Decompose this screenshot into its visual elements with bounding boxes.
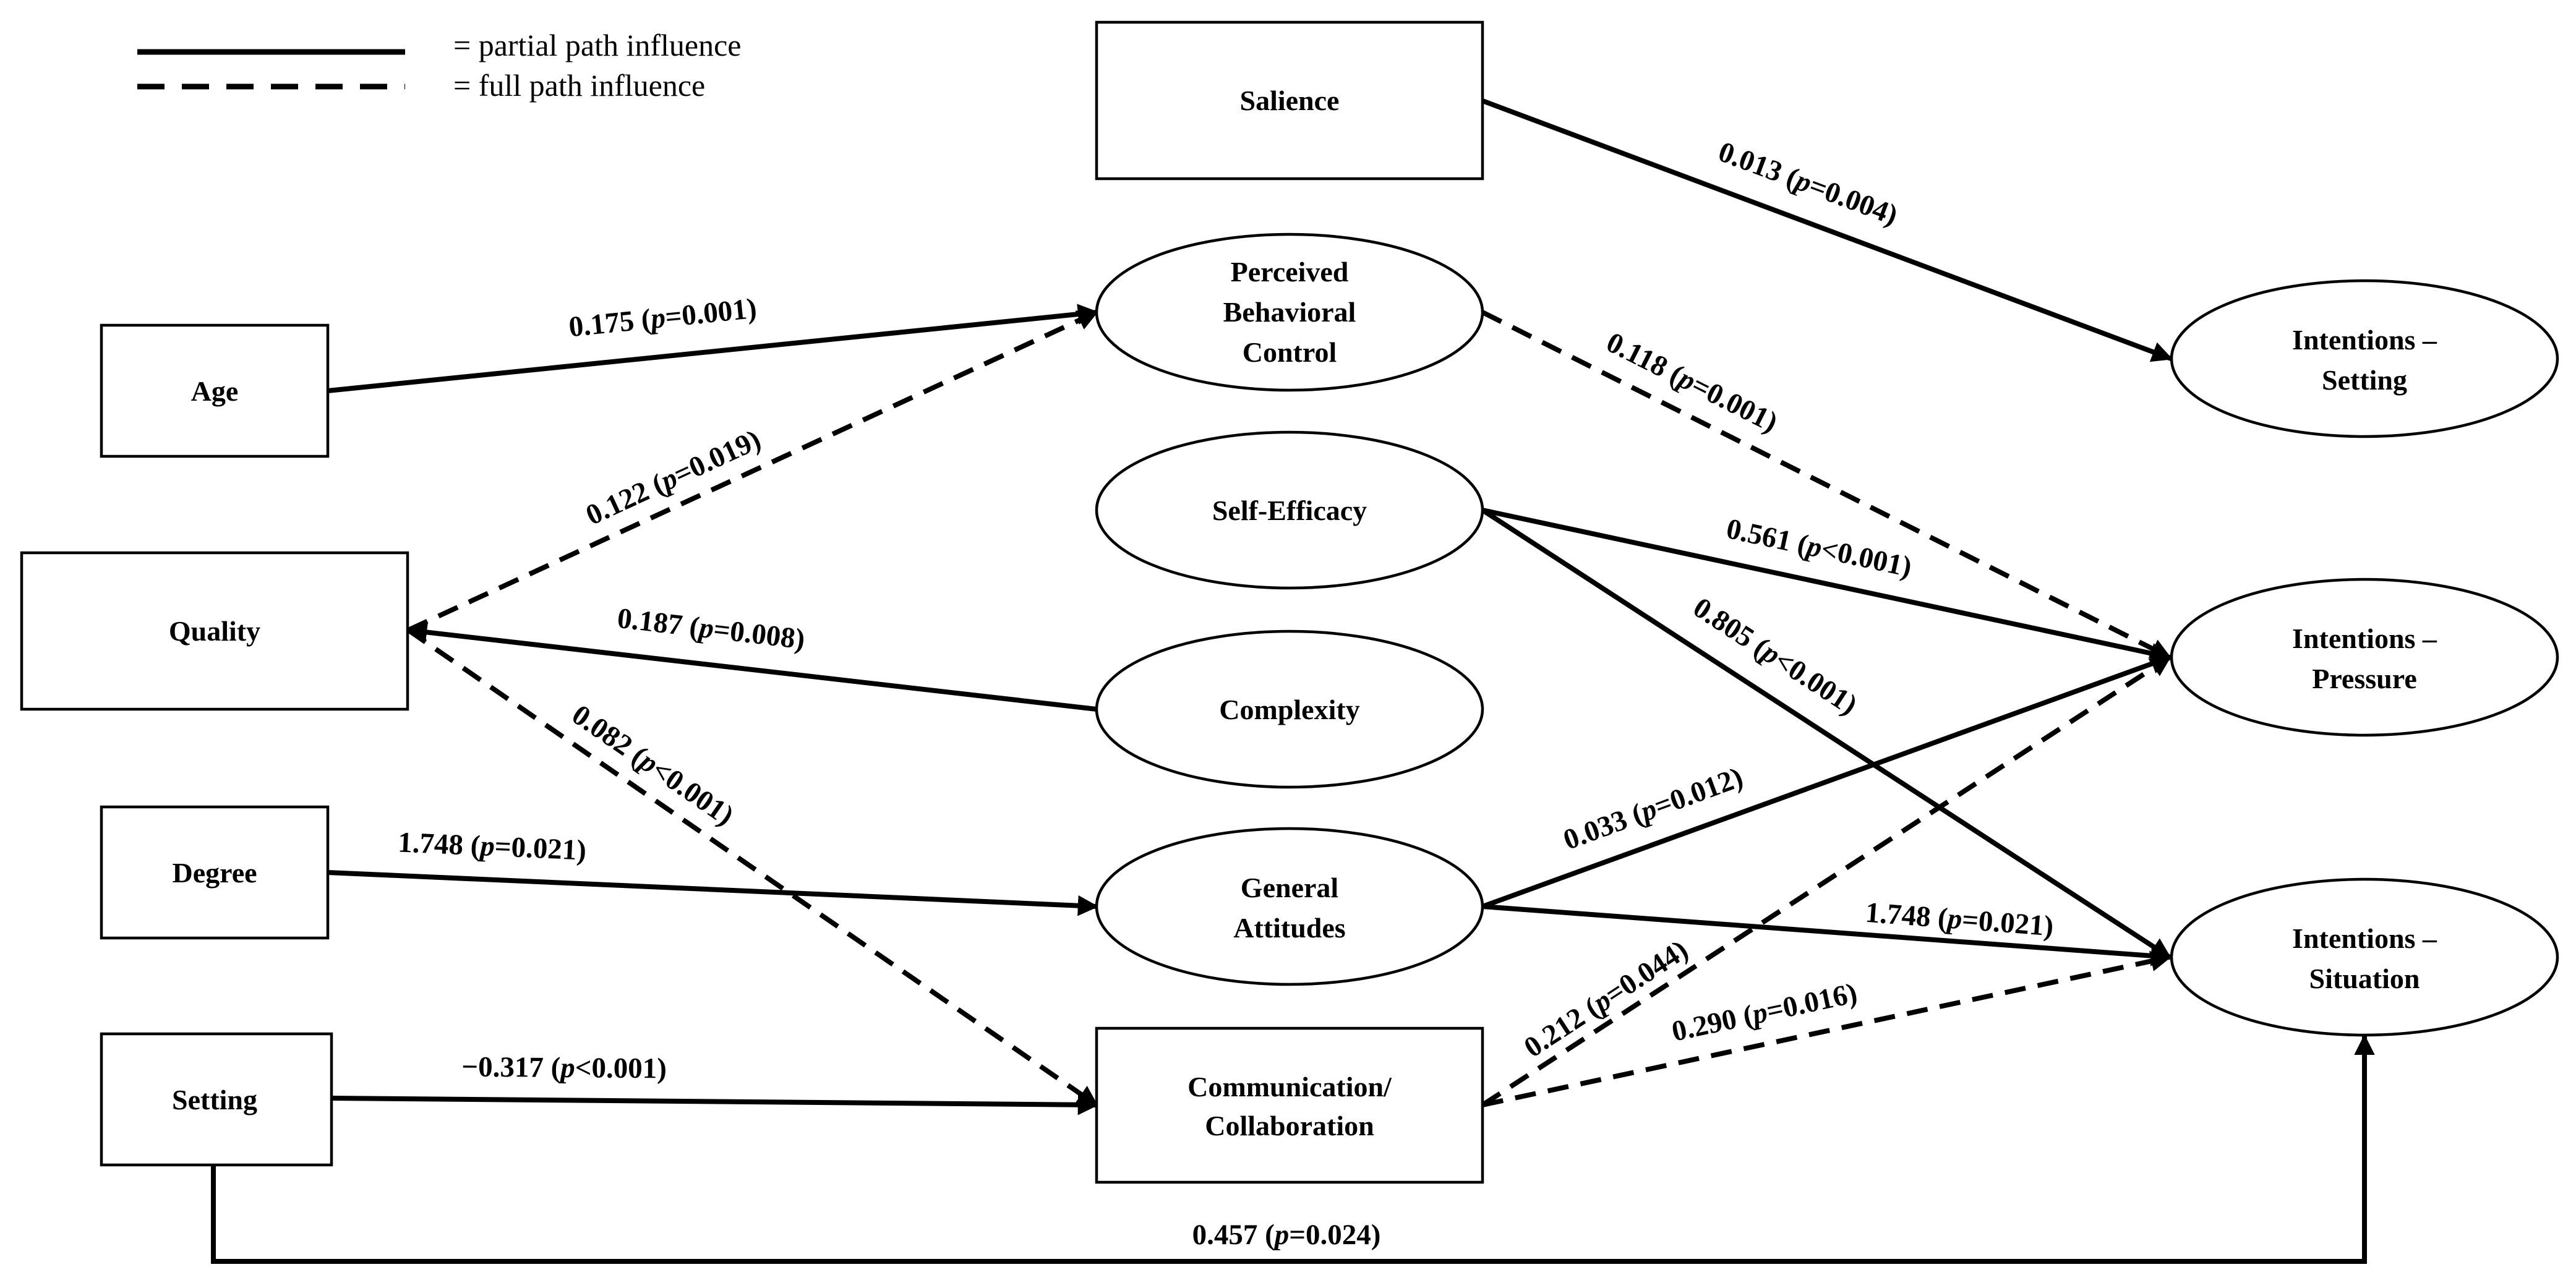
- node-complexity: Complexity: [1095, 629, 1484, 789]
- edge-selfeff-to-int-pressure: [1482, 508, 2172, 664]
- label-quality-to-pbc: 0.122 (p=0.019): [581, 424, 766, 532]
- node-intentions-setting: Intentions – Setting: [2170, 279, 2559, 438]
- node-intentions-situation: Intentions – Situation: [2170, 877, 2559, 1037]
- edge-attitudes-to-int-situation: [1482, 904, 2172, 966]
- nodes: Salience Age Quality Degree Setting Comm…: [20, 20, 2559, 1184]
- svg-text:Self-Efficacy: Self-Efficacy: [1212, 495, 1367, 526]
- label-salience-to-int-setting: 0.013 (p=0.004): [1714, 135, 1902, 231]
- edge-pbc-to-int-pressure: [1481, 310, 2172, 660]
- svg-text:Control: Control: [1243, 336, 1337, 368]
- legend-solid-label: = partial path influence: [453, 28, 742, 62]
- legend: = partial path influence = full path inf…: [137, 28, 742, 103]
- svg-text:Intentions –: Intentions –: [2292, 623, 2437, 654]
- svg-text:General: General: [1241, 872, 1338, 903]
- svg-text:Pressure: Pressure: [2312, 663, 2417, 694]
- label-age-to-pbc: 0.175 (p=0.001): [567, 292, 758, 344]
- edge-complexity-to-quality: [406, 621, 1116, 722]
- edge-quality-to-pbc: [407, 310, 1099, 633]
- edges: [211, 98, 2375, 1264]
- label-comm-to-int-pressure: 0.212 (p=0.044): [1518, 934, 1694, 1064]
- label-quality-to-comm: 0.082 (p<0.001): [566, 699, 739, 832]
- label-attitudes-to-int-situation: 1.748 (p=0.021): [1864, 897, 2055, 943]
- label-setting-to-int-situation: 0.457 (p=0.024): [1192, 1219, 1381, 1251]
- svg-text:Collaboration: Collaboration: [1205, 1110, 1374, 1141]
- svg-text:Intentions –: Intentions –: [2292, 324, 2437, 356]
- label-comm-to-int-situation: 0.290 (p=0.016): [1669, 977, 1860, 1048]
- node-setting: Setting: [100, 1032, 333, 1167]
- node-intentions-pressure: Intentions – Pressure: [2170, 578, 2559, 737]
- edge-comm-to-int-pressure: [1481, 655, 2172, 1107]
- svg-text:Degree: Degree: [172, 857, 257, 889]
- node-degree: Degree: [100, 805, 330, 940]
- edge-quality-to-comm: [406, 628, 1098, 1107]
- legend-dashed-label: = full path influence: [453, 68, 705, 103]
- node-general-attitudes: General Attitudes: [1095, 827, 1484, 986]
- svg-text:Communication/: Communication/: [1187, 1071, 1392, 1102]
- edge-selfeff-to-int-situation: [1481, 508, 2172, 960]
- node-age: Age: [100, 323, 330, 458]
- edge-salience-to-int-setting: [1481, 98, 2173, 362]
- node-communication-collaboration: Communication/ Collaboration: [1095, 1026, 1484, 1184]
- label-pbc-to-int-pressure: 0.118 (p=0.001): [1601, 326, 1782, 438]
- svg-text:Perceived: Perceived: [1231, 256, 1349, 288]
- edge-age-to-pbc: [327, 304, 1099, 393]
- svg-text:Attitudes: Attitudes: [1233, 912, 1345, 944]
- svg-text:Complexity: Complexity: [1219, 694, 1359, 725]
- svg-text:Behavioral: Behavioral: [1223, 296, 1356, 328]
- label-complexity-to-quality: 0.187 (p=0.008): [615, 602, 807, 656]
- node-perceived-behavioral-control: Perceived Behavioral Control: [1095, 232, 1484, 392]
- edge-attitudes-to-int-pressure: [1481, 654, 2172, 909]
- node-self-efficacy: Self-Efficacy: [1095, 430, 1484, 590]
- edge-setting-to-int-situation: [211, 1034, 2375, 1264]
- edge-degree-to-attitudes: [327, 870, 1099, 916]
- svg-text:Situation: Situation: [2309, 963, 2420, 994]
- svg-text:Quality: Quality: [169, 615, 260, 647]
- svg-text:Intentions –: Intentions –: [2292, 923, 2437, 954]
- svg-text:Age: Age: [191, 375, 239, 407]
- node-quality: Quality: [20, 551, 409, 711]
- label-selfeff-to-int-pressure: 0.561 (p<0.001): [1724, 513, 1915, 584]
- node-salience: Salience: [1095, 20, 1484, 181]
- svg-text:Setting: Setting: [172, 1084, 257, 1115]
- svg-text:Salience: Salience: [1240, 85, 1340, 116]
- label-setting-to-comm: −0.317 (p<0.001): [461, 1051, 667, 1085]
- label-degree-to-attitudes: 1.748 (p=0.021): [397, 826, 587, 866]
- svg-text:Setting: Setting: [2322, 364, 2407, 396]
- edge-setting-to-comm: [331, 1094, 1099, 1115]
- edge-comm-to-int-situation: [1482, 950, 2172, 1107]
